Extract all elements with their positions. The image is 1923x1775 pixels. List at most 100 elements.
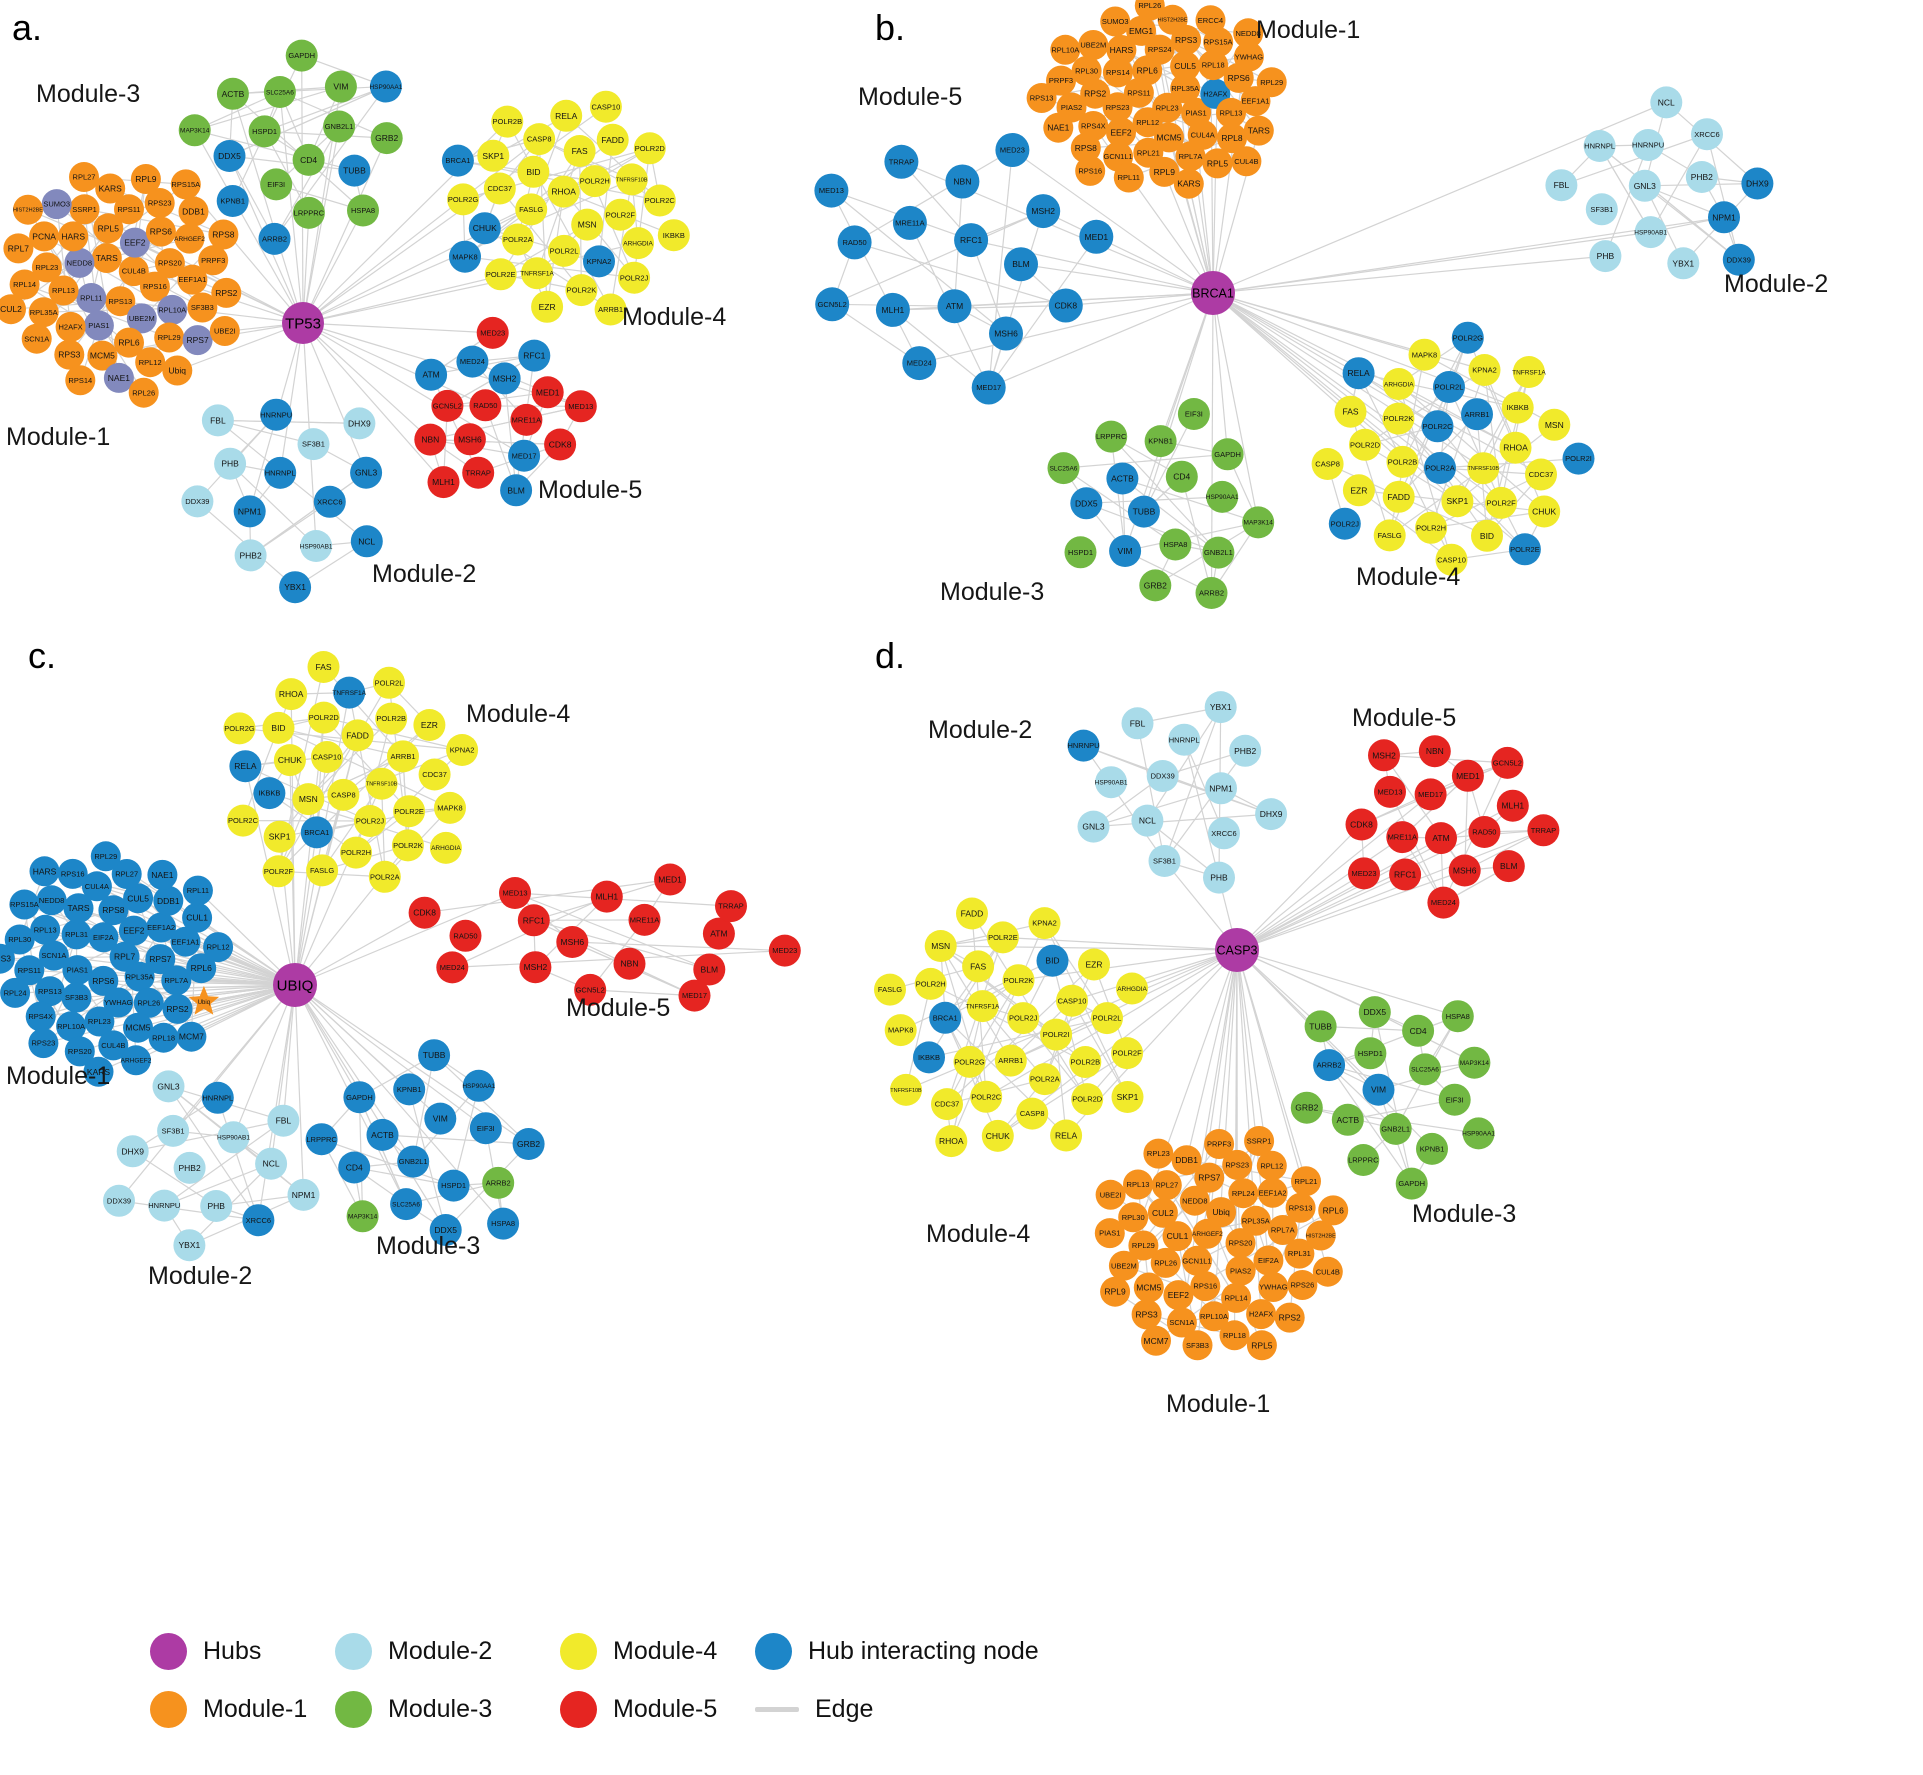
network-node-MAPK8: MAPK8 xyxy=(1408,338,1441,371)
svg-text:NBN: NBN xyxy=(421,435,439,445)
network-node-POLR2B: POLR2B xyxy=(491,105,524,138)
svg-text:POLR2E: POLR2E xyxy=(394,807,424,816)
network-node-MED1: MED1 xyxy=(1451,759,1484,792)
network-node-TRRAP: TRRAP xyxy=(1527,814,1560,847)
svg-text:RAD50: RAD50 xyxy=(473,401,497,410)
network-node-CUL5: CUL5 xyxy=(123,883,154,914)
svg-text:RPS6: RPS6 xyxy=(150,227,172,237)
network-node-MED17: MED17 xyxy=(508,439,541,472)
network-node-ATM: ATM xyxy=(415,358,448,391)
svg-text:FADD: FADD xyxy=(1387,492,1410,502)
network-node-MCM5: MCM5 xyxy=(123,1012,153,1043)
network-node-POLR2H: POLR2H xyxy=(578,165,611,198)
svg-text:EEF1A1: EEF1A1 xyxy=(172,937,200,946)
svg-text:CUL1: CUL1 xyxy=(1167,1231,1189,1241)
network-node-POLR2C: POLR2C xyxy=(1421,410,1454,443)
network-node-HSP90AA1: HSP90AA1 xyxy=(1206,480,1239,513)
panel-letter: c. xyxy=(28,635,56,676)
network-node-GNB2L1: GNB2L1 xyxy=(1379,1112,1412,1145)
network-node-KPNB1: KPNB1 xyxy=(393,1073,426,1106)
svg-text:BID: BID xyxy=(1045,956,1059,966)
svg-text:CASP10: CASP10 xyxy=(1437,555,1466,564)
network-node-MLH1: MLH1 xyxy=(1496,789,1529,822)
network-node-MSN: MSN xyxy=(1538,408,1571,441)
network-node-DDX5: DDX5 xyxy=(429,1214,462,1246)
network-node-KPNA2: KPNA2 xyxy=(1028,907,1061,940)
svg-text:RPS20: RPS20 xyxy=(68,1047,92,1056)
network-node-RPL31: RPL31 xyxy=(61,919,92,950)
network-node-ARHGEF2: ARHGEF2 xyxy=(1192,1218,1223,1249)
svg-text:ACTB: ACTB xyxy=(222,89,245,99)
svg-text:CUL2: CUL2 xyxy=(0,304,22,314)
svg-text:NPM1: NPM1 xyxy=(1209,783,1233,793)
svg-text:FBL: FBL xyxy=(210,415,226,425)
network-node-GCN1L1: GCN1L1 xyxy=(1182,1245,1212,1276)
network-node-LRPPRC: LRPPRC xyxy=(1347,1144,1380,1176)
svg-text:POLR2J: POLR2J xyxy=(620,273,649,282)
network-node-CUL4B: CUL4B xyxy=(1231,146,1262,177)
network-node-ARHGEF2: ARHGEF2 xyxy=(174,223,205,254)
network-node-NEDD8: NEDD8 xyxy=(1179,1185,1210,1216)
svg-text:SLC25A6: SLC25A6 xyxy=(266,89,294,96)
network-node-ARRB1: ARRB1 xyxy=(994,1044,1027,1077)
svg-text:CD4: CD4 xyxy=(300,155,317,165)
legend-item-module-4: Module-4 xyxy=(560,1630,755,1672)
network-node-RPS2: RPS2 xyxy=(211,277,242,308)
network-node-UBE2I: UBE2I xyxy=(1095,1179,1126,1210)
module-1-color-swatch xyxy=(150,1690,187,1728)
svg-text:CASP10: CASP10 xyxy=(313,753,342,762)
svg-text:YWHAG: YWHAG xyxy=(1259,1283,1288,1292)
svg-text:MLH1: MLH1 xyxy=(1501,801,1524,811)
svg-text:TUBB: TUBB xyxy=(1133,507,1156,517)
svg-text:RHOA: RHOA xyxy=(939,1136,964,1146)
network-node-MED13: MED13 xyxy=(499,877,531,909)
network-node-RPL29: RPL29 xyxy=(1128,1230,1159,1261)
network-node-RPL30: RPL30 xyxy=(4,924,35,955)
network-node-POLR2E: POLR2E xyxy=(484,258,517,291)
svg-text:UBE2M: UBE2M xyxy=(1111,1261,1137,1270)
network-node-NPM1: NPM1 xyxy=(1708,201,1740,234)
svg-text:RPL6: RPL6 xyxy=(1137,65,1159,75)
network-node-RPL23: RPL23 xyxy=(31,252,62,283)
panel-letter: d. xyxy=(875,635,905,676)
svg-text:LRPPRC: LRPPRC xyxy=(1096,432,1127,441)
svg-text:ARRB2: ARRB2 xyxy=(486,1179,511,1188)
network-node-HNRNPU: HNRNPU xyxy=(1632,129,1664,161)
network-node-HSP90AB1: HSP90AB1 xyxy=(1095,766,1128,799)
network-node-SF3B1: SF3B1 xyxy=(1585,193,1618,226)
network-node-KPNB1: KPNB1 xyxy=(216,185,249,217)
svg-text:DDX39: DDX39 xyxy=(1151,772,1175,781)
svg-text:NBN: NBN xyxy=(953,176,971,186)
network-node-RELA: RELA xyxy=(1342,357,1375,390)
network-node-GNB2L1: GNB2L1 xyxy=(323,110,356,143)
network-node-ARRB2: ARRB2 xyxy=(1313,1049,1346,1082)
network-node-PCNA: PCNA xyxy=(29,221,60,252)
network-node-NEDD8: NEDD8 xyxy=(1233,18,1264,49)
legend-item-module-1: Module-1 xyxy=(150,1688,335,1730)
network-node-EEF1A2: EEF1A2 xyxy=(1257,1177,1288,1208)
svg-text:RPL7: RPL7 xyxy=(114,952,136,962)
svg-text:RPS3: RPS3 xyxy=(0,954,11,964)
svg-text:EZR: EZR xyxy=(1350,485,1367,495)
network-node-TUBB: TUBB xyxy=(418,1039,451,1072)
svg-text:NCL: NCL xyxy=(1658,97,1675,107)
network-node-DDX5: DDX5 xyxy=(1070,487,1103,520)
svg-text:HARS: HARS xyxy=(61,231,85,241)
network-node-RPS3: RPS3 xyxy=(1131,1299,1162,1330)
svg-text:EEF1A1: EEF1A1 xyxy=(178,275,206,284)
network-node-SUMO3: SUMO3 xyxy=(41,189,72,220)
svg-text:MED1: MED1 xyxy=(536,387,560,397)
network-node-KARS: KARS xyxy=(83,1056,114,1087)
network-node-EMG1: EMG1 xyxy=(1126,15,1157,46)
network-node-RPS16: RPS16 xyxy=(1075,155,1106,186)
svg-text:DDB1: DDB1 xyxy=(182,206,205,216)
svg-text:HIST2H2BE: HIST2H2BE xyxy=(13,208,43,214)
network-node-RFC1: RFC1 xyxy=(518,339,551,372)
network-node-RPL13: RPL13 xyxy=(30,914,61,945)
network-node-RPS4X: RPS4X xyxy=(25,1001,56,1032)
module-label-module-4: Module-4 xyxy=(926,1220,1030,1248)
svg-text:HSP90AA1: HSP90AA1 xyxy=(369,84,402,91)
network-node-FAS: FAS xyxy=(563,135,596,167)
